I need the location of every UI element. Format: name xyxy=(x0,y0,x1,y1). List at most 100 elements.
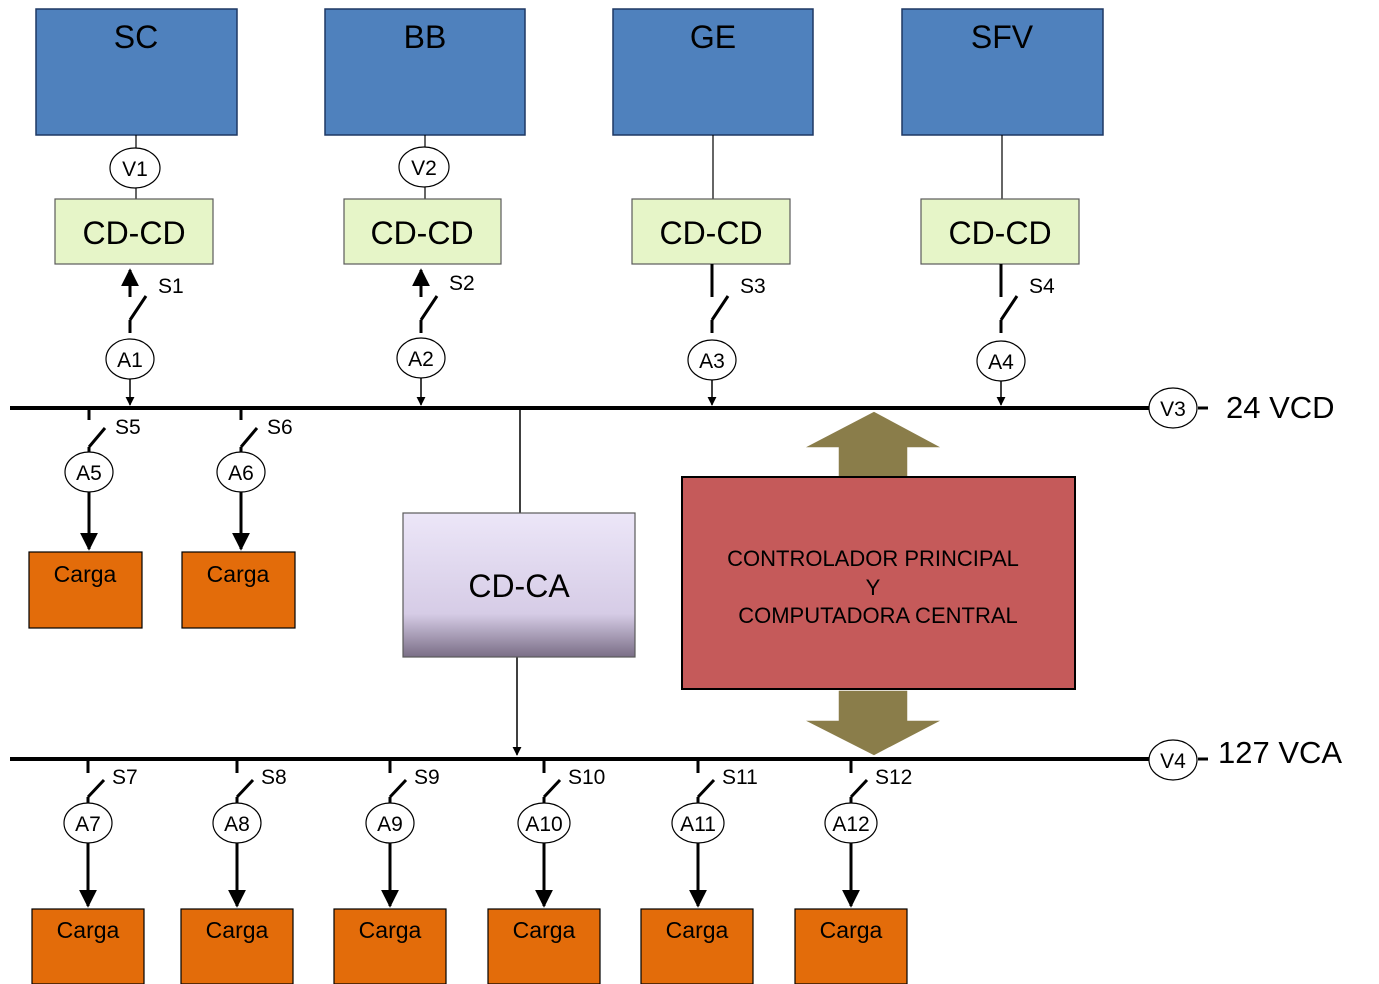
ammeter-a7-label: A7 xyxy=(75,813,101,836)
ammeter-a7: A7 xyxy=(63,802,113,844)
source-ge: GE xyxy=(612,8,814,136)
converter-4: CD-CD xyxy=(920,198,1080,265)
source-bb: BB xyxy=(324,8,526,136)
load-box xyxy=(333,908,447,984)
converter-1: CD-CD xyxy=(54,198,214,265)
converter-3: CD-CD xyxy=(631,198,791,265)
switch-blade xyxy=(710,295,730,321)
switch-label: S5 xyxy=(115,416,141,439)
load-label: Carga xyxy=(359,917,422,943)
ammeter-a4: A4 xyxy=(976,340,1026,382)
ammeter-a9: A9 xyxy=(365,802,415,844)
inverter-label: CD-CA xyxy=(468,568,570,604)
load-label: Carga xyxy=(207,561,270,587)
switch-blade xyxy=(999,295,1019,321)
ammeter-a10: A10 xyxy=(517,802,571,844)
switch-label: S7 xyxy=(112,766,138,789)
ammeter-a6: A6 xyxy=(216,451,266,493)
load-label: Carga xyxy=(513,917,576,943)
voltmeter-v3: V3 xyxy=(1148,387,1198,429)
voltmeter-label: V2 xyxy=(411,157,437,180)
controller-line-2: Y xyxy=(866,575,881,600)
source-wires xyxy=(135,135,1003,199)
switch-blade xyxy=(235,778,255,799)
ac-bus-label: 127 VCA xyxy=(1218,735,1342,770)
dc-bus-controller-arrow xyxy=(802,410,944,478)
ammeter-a5-label: A5 xyxy=(76,462,102,485)
load-label: Carga xyxy=(54,561,117,587)
switch-label: S9 xyxy=(414,766,440,789)
converter-label: CD-CD xyxy=(659,215,762,251)
ammeter-a3-label: A3 xyxy=(699,350,725,373)
ammeter-a10-label: A10 xyxy=(525,813,562,836)
voltmeter-v2: V2 xyxy=(398,146,450,188)
ammeter-a12-label: A12 xyxy=(832,813,869,836)
voltmeter-v4: V4 xyxy=(1148,739,1198,781)
dc-bus-label: 24 VCD xyxy=(1226,390,1335,425)
ammeter-a2: A2 xyxy=(396,337,446,379)
load-label: Carga xyxy=(666,917,729,943)
switch-label: S4 xyxy=(1029,275,1055,298)
switch-blade xyxy=(849,778,869,799)
source-label-sc: SC xyxy=(114,19,158,55)
ammeter-a9-label: A9 xyxy=(377,813,403,836)
ammeter-a1-label: A1 xyxy=(117,349,143,372)
voltmeter-v3-label: V3 xyxy=(1160,398,1186,421)
switch-label: S11 xyxy=(722,766,758,789)
switch-label: S10 xyxy=(568,766,605,789)
voltmeter-v4-label: V4 xyxy=(1160,750,1186,773)
switch-blade xyxy=(419,295,439,321)
source-sfv: SFV xyxy=(901,8,1104,136)
source-label-ge: GE xyxy=(690,19,736,55)
switch-label: S6 xyxy=(267,416,293,439)
load-box xyxy=(640,908,754,984)
load-box xyxy=(31,908,145,984)
switch-blade xyxy=(696,778,716,799)
ammeter-a5: A5 xyxy=(64,451,114,493)
inverter-cd-ca: CD-CA xyxy=(402,512,636,658)
controller-line-3: COMPUTADORA CENTRAL xyxy=(738,603,1018,628)
load-label: Carga xyxy=(206,917,269,943)
switch-label: S2 xyxy=(449,272,475,295)
ammeter-a8-label: A8 xyxy=(224,813,250,836)
ammeter-a4-label: A4 xyxy=(988,351,1014,374)
ammeter-a1: A1 xyxy=(105,338,155,380)
ammeter-a12: A12 xyxy=(824,802,878,844)
switch-label: S12 xyxy=(875,766,912,789)
switch-blade xyxy=(86,778,106,799)
ammeter-a11-label: A11 xyxy=(680,813,716,836)
ammeter-a3: A3 xyxy=(687,339,737,381)
switch-blade xyxy=(128,295,148,321)
ammeter-a2-label: A2 xyxy=(408,348,434,371)
switch-blade xyxy=(542,778,562,799)
controller-line-1: CONTROLADOR PRINCIPAL xyxy=(727,546,1019,571)
source-sc: SC xyxy=(35,8,238,136)
load-box xyxy=(181,551,296,629)
switch-blade xyxy=(388,778,408,799)
source-label-bb: BB xyxy=(404,19,447,55)
converter-2: CD-CD xyxy=(343,198,502,265)
source-label-sfv: SFV xyxy=(971,19,1034,55)
converter-label: CD-CD xyxy=(948,215,1051,251)
ammeter-a11: A11 xyxy=(671,802,725,844)
load-label: Carga xyxy=(820,917,883,943)
voltmeter-v1: V1 xyxy=(109,147,161,189)
ac-bus-controller-arrow xyxy=(802,689,944,757)
voltmeter-label: V1 xyxy=(122,158,148,181)
load-box xyxy=(794,908,908,984)
converter-label: CD-CD xyxy=(82,215,185,251)
load-label: Carga xyxy=(57,917,120,943)
load-box xyxy=(487,908,601,984)
switch-label: S3 xyxy=(740,275,766,298)
main-controller: CONTROLADOR PRINCIPAL Y COMPUTADORA CENT… xyxy=(681,476,1076,690)
switch-label: S8 xyxy=(261,766,287,789)
load-box xyxy=(28,551,143,629)
converter-label: CD-CD xyxy=(370,215,473,251)
switch-blade xyxy=(87,427,107,448)
ammeter-a6-label: A6 xyxy=(228,462,254,485)
switch-blade xyxy=(239,427,259,448)
load-box xyxy=(180,908,294,984)
switch-label: S1 xyxy=(158,275,184,298)
